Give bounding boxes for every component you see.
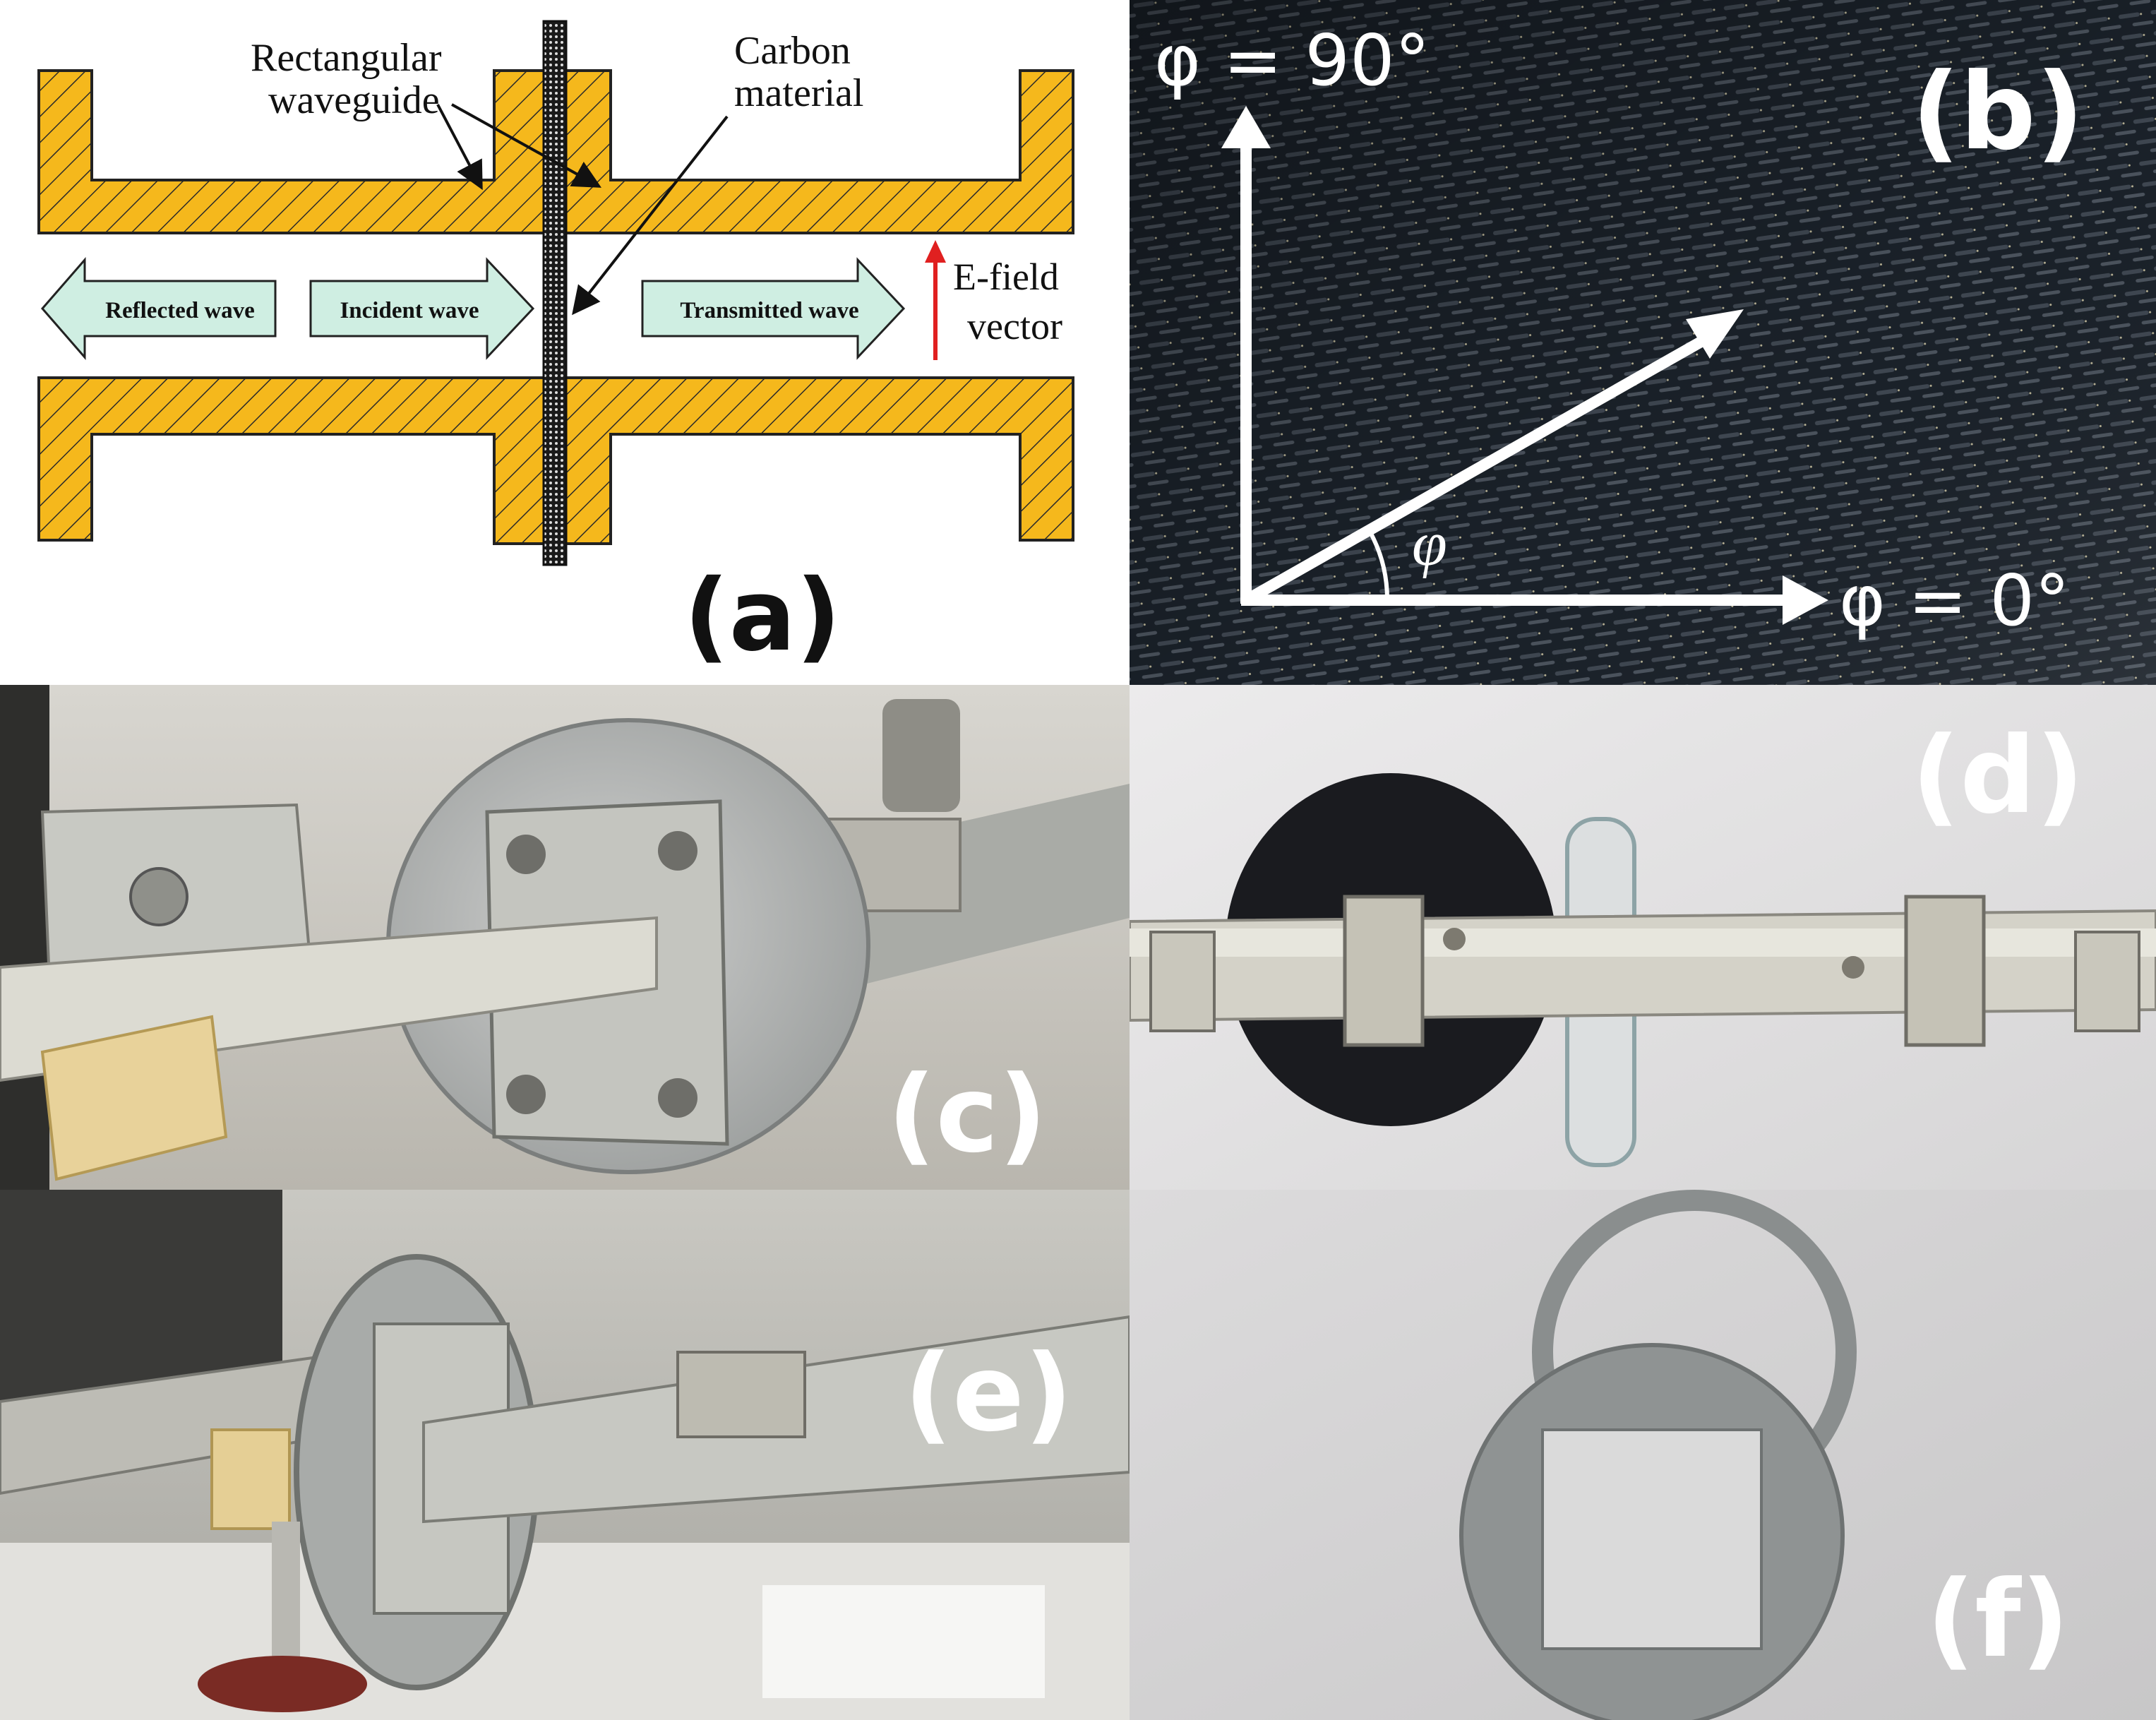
- reflected-wave-arrow: [41, 256, 277, 361]
- waveguide-callout-line-2: [451, 103, 601, 188]
- angle-arc: [1367, 530, 1390, 601]
- panel-c-photo: (c): [0, 685, 1130, 1190]
- angle-0-label: φ = 0°: [1839, 559, 2070, 642]
- panel-b-fabric-orientation: φ φ = 90° φ = 0° (b): [1130, 0, 2156, 685]
- waveguide-callout-line-1: [436, 104, 483, 191]
- waveguide-schematic: Rectangular waveguide Carbon material Re…: [37, 20, 1074, 674]
- panel-c-label: (c): [887, 1053, 1047, 1176]
- panel-e-label: (e): [904, 1332, 1073, 1455]
- panel-a-waveguide-diagram: Rectangular waveguide Carbon material Re…: [0, 0, 1130, 685]
- panel-b-label: (b): [1912, 51, 2084, 174]
- carbon-material-sample: [542, 20, 568, 566]
- panel-f-label: (f): [1927, 1558, 2069, 1681]
- incident-wave-label: Incident wave: [340, 298, 479, 323]
- photo-waveguide-flange-closeup: (c): [0, 685, 1130, 1190]
- axis-0-arrow-head: [1783, 575, 1828, 625]
- efield-label-line1: E-field: [953, 256, 1059, 298]
- efield-label-line2: vector: [967, 305, 1062, 347]
- fabric-angle-diagram: φ φ = 90° φ = 0° (b): [1130, 0, 2156, 685]
- panel-d-label: (d): [1912, 715, 2084, 837]
- carbon-label-line2: material: [734, 71, 863, 115]
- efield-arrow-head: [925, 240, 946, 263]
- fiber-direction-vector: [1243, 333, 1711, 605]
- panel-a-label: (a): [684, 559, 841, 674]
- carbon-label-line1: Carbon: [734, 29, 851, 73]
- waveguide-label-line2: waveguide: [268, 78, 440, 122]
- sample-holder-disc: [1459, 1343, 1845, 1720]
- photo-sample-holder-rings: (f): [1130, 1190, 2156, 1720]
- photo-waveguide-assembly-top-view: (d): [1130, 685, 2156, 1190]
- waveguide-label-line1: Rectangular: [251, 36, 442, 80]
- transmitted-wave-label: Transmitted wave: [680, 298, 858, 323]
- carbon-callout-line: [572, 115, 729, 316]
- reflected-wave-label: Reflected wave: [105, 298, 255, 323]
- transmitted-wave-arrow: [641, 257, 906, 360]
- fiber-direction-arrow-head: [1686, 309, 1744, 359]
- panel-f-photo: (f): [1130, 1190, 2156, 1720]
- axis-90-arrow-head: [1221, 106, 1271, 148]
- panel-d-photo: (d): [1130, 685, 2156, 1190]
- panel-e-photo: (e): [0, 1190, 1130, 1720]
- photo-waveguide-flange-side-view: (e): [0, 1190, 1130, 1720]
- incident-wave-arrow: [309, 257, 535, 360]
- angle-90-label: φ = 90°: [1154, 19, 1430, 102]
- angle-phi-symbol: φ: [1412, 509, 1447, 579]
